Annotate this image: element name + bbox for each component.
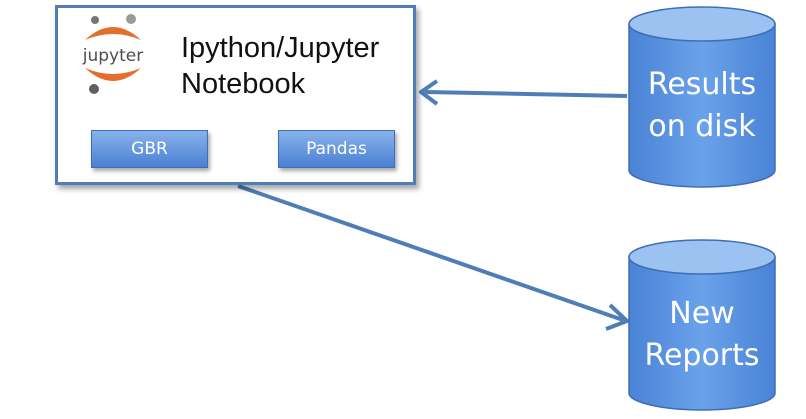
- arrow-notebook-to-reports: [237, 184, 629, 331]
- jupyter-logo: jupyter: [82, 14, 143, 94]
- reports-cylinder-shape: [628, 239, 776, 411]
- reports-label-line1: New: [669, 296, 735, 331]
- results-on-disk-cylinder: Results on disk: [627, 4, 777, 189]
- notebook-box: jupyter Ipython/Jupyter Notebook GBR Pan…: [55, 5, 416, 185]
- results-cylinder-shape: [628, 6, 776, 188]
- results-label: Results on disk: [627, 64, 777, 148]
- pandas-library-box: Pandas: [278, 130, 395, 168]
- jupyter-logo-text: jupyter: [82, 46, 143, 66]
- notebook-title: Ipython/Jupyter Notebook: [181, 30, 379, 102]
- notebook-title-line1: Ipython/Jupyter: [181, 32, 380, 64]
- results-label-line2: on disk: [648, 109, 756, 144]
- arrow-results-to-notebook: [419, 79, 628, 106]
- results-label-line1: Results: [647, 67, 757, 102]
- new-reports-cylinder: New Reports: [627, 237, 777, 412]
- gbr-library-box: GBR: [91, 130, 208, 168]
- reports-label-line2: Reports: [644, 338, 760, 373]
- notebook-title-line2: Notebook: [181, 68, 306, 100]
- reports-label: New Reports: [627, 293, 777, 377]
